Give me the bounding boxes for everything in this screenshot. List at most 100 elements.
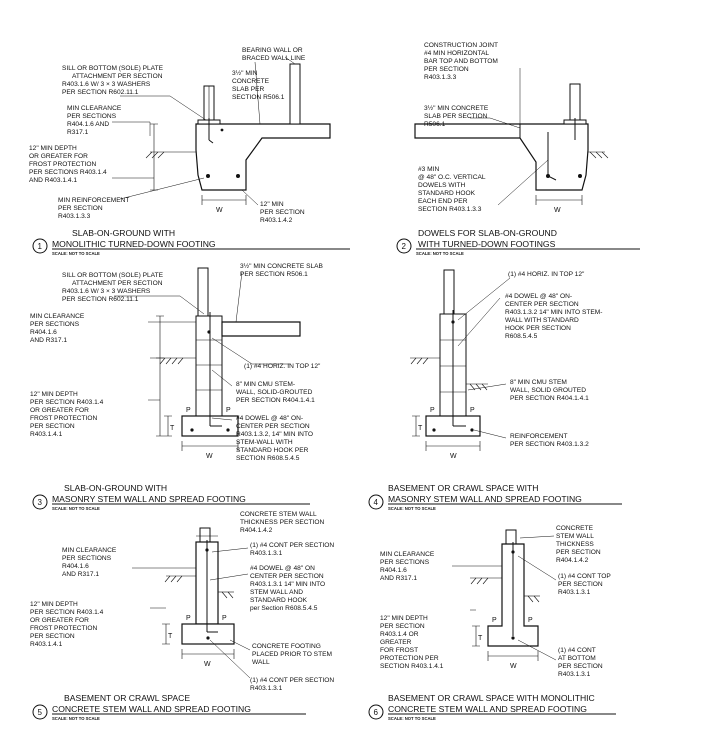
title-line-1: BASEMENT OR CRAWL SPACE WITH MONOLITHIC <box>388 693 595 703</box>
slab-note: 3½" MIN CONCRETE SLAB PER SECTION R506.1 <box>424 104 490 128</box>
min-depth-note: 12" MIN DEPTH PER SECTION R403.1.4 OR GR… <box>380 615 444 670</box>
title-line-1: BASEMENT OR CRAWL SPACE <box>64 693 190 703</box>
footing-width-note: 12" MIN PER SECTION R403.1.4.2 <box>260 201 307 224</box>
dim-p-right: P <box>226 407 231 414</box>
dim-p-left: P <box>492 617 497 624</box>
detail-2-drawing: W <box>414 68 609 214</box>
cont-bottom-note: (1) #4 CONT AT BOTTOM PER SECTION R403.1… <box>558 647 605 678</box>
title-line-2: MASONRY STEM WALL AND SPREAD FOOTING <box>52 494 246 504</box>
bearing-wall-note: BEARING WALL OR BRACED WALL LINE <box>242 47 306 62</box>
min-clearance-note: MIN CLEARANCE PER SECTIONS R404.1.6 AND … <box>30 313 86 344</box>
detail-5-title: 5 BASEMENT OR CRAWL SPACE CONCRETE STEM … <box>32 693 306 721</box>
detail-4: T P P W (1) #4 HORIZ. IN TOP 12" #4 DOWE… <box>368 269 622 511</box>
min-depth-note: 12" MIN DEPTH PER SECTION R403.1.4 OR GR… <box>30 391 105 438</box>
detail-1: W SILL OR BOTTOM (SOLE) PLATE ATTACHMENT… <box>29 47 350 256</box>
title-line-2: MONOLITHIC TURNED-DOWN FOOTING <box>52 239 216 249</box>
sill-plate-note: SILL OR BOTTOM (SOLE) PLATE ATTACHMENT P… <box>62 65 165 96</box>
dim-t: T <box>418 425 423 432</box>
title-line-2: MASONRY STEM WALL AND SPREAD FOOTING <box>388 494 582 504</box>
dim-t: T <box>170 425 175 432</box>
dowel-note: #4 DOWEL @ 48" ON- CENTER PER SECTION R4… <box>505 293 604 340</box>
detail-number: 3 <box>38 498 43 507</box>
sill-plate-note: SILL OR BOTTOM (SOLE) PLATE ATTACHMENT P… <box>62 272 165 303</box>
dim-p-right: P <box>528 617 533 624</box>
horiz-bar-note: (1) #4 HORIZ. IN TOP 12" <box>508 271 585 278</box>
title-line-1: SLAB-ON-GROUND WITH <box>72 228 175 238</box>
spread-footing <box>181 623 235 645</box>
dim-t: T <box>478 635 483 642</box>
detail-1-title: 1 SLAB-ON-GROUND WITH MONOLITHIC TURNED-… <box>32 228 350 256</box>
detail-6: T P P W MIN CLEARANCE PER SECTIONS R404.… <box>368 525 616 721</box>
min-clearance-note: MIN CLEARANCE PER SECTIONS R404.1.6 AND … <box>62 547 118 578</box>
dim-p-left: P <box>430 407 435 414</box>
detail-6-title: 6 BASEMENT OR CRAWL SPACE WITH MONOLITHI… <box>368 693 616 721</box>
horiz-bar-note: (1) #4 HORIZ. IN TOP 12" <box>244 363 321 370</box>
detail-4-drawing: T P P W <box>410 269 511 460</box>
scale-note: SCALE: NOT TO SCALE <box>388 506 436 511</box>
dowel-note: #4 DOWEL @ 48" ON CENTER PER SECTION R40… <box>250 565 327 612</box>
dim-w: W <box>450 453 457 460</box>
cmu-note: 8" MIN CMU STEM WALL, SOLID GROUTED PER … <box>510 379 589 402</box>
dim-p-right: P <box>470 407 475 414</box>
dim-p-left: P <box>186 407 191 414</box>
detail-3-drawing: T P P W <box>114 267 301 460</box>
min-clearance-note: MIN CLEARANCE PER SECTIONS R404.1.6 AND … <box>380 551 436 582</box>
scale-note: SCALE: NOT TO SCALE <box>388 716 436 721</box>
dim-w: W <box>510 663 517 670</box>
cont-top-note: (1) #4 CONT TOP PER SECTION R403.1.3.1 <box>558 573 613 596</box>
title-line-2: CONCRETE STEM WALL AND SPREAD FOOTING <box>52 704 251 714</box>
detail-2: W CONSTRUCTION JOINT #4 MIN HORIZONTAL B… <box>396 42 640 256</box>
title-line-1: SLAB-ON-GROUND WITH <box>64 483 167 493</box>
slab-note: 3½" MIN CONCRETE SLAB PER SECTION R506.1 <box>232 69 285 101</box>
footing-note: CONCRETE FOOTING PLACED PRIOR TO STEM WA… <box>252 643 334 666</box>
slab-and-footing <box>195 123 331 191</box>
slab-and-footing <box>414 123 589 191</box>
scale-note: SCALE: NOT TO SCALE <box>52 251 100 256</box>
scale-note: SCALE: NOT TO SCALE <box>52 506 100 511</box>
construction-joint-note: CONSTRUCTION JOINT #4 MIN HORIZONTAL BAR… <box>424 42 500 81</box>
detail-number: 2 <box>402 242 407 251</box>
cont-bar-note: (1) #4 CONT PER SECTION R403.1.3.1 <box>250 542 336 557</box>
detail-2-title: 2 DOWELS FOR SLAB-ON-GROUND WITH TURNED-… <box>396 228 640 256</box>
min-clearance-note: MIN CLEARANCE PER SECTIONS R404.1.6 AND … <box>67 105 123 136</box>
detail-number: 1 <box>38 242 43 251</box>
detail-4-title: 4 BASEMENT OR CRAWL SPACE WITH MASONRY S… <box>368 483 622 511</box>
title-line-2: WITH TURNED-DOWN FOOTINGS <box>418 239 556 249</box>
wall-thickness-note: CONCRETE STEM WALL THICKNESS PER SECTION… <box>240 511 326 534</box>
scale-note: SCALE: NOT TO SCALE <box>52 716 100 721</box>
title-line-1: DOWELS FOR SLAB-ON-GROUND <box>418 228 557 238</box>
bottom-bar-note: (1) #4 CONT PER SECTION R403.1.3.1 <box>250 677 336 692</box>
reinforcement-note: REINFORCEMENT PER SECTION R403.1.3.2 <box>510 433 589 448</box>
cmu-note: 8" MIN CMU STEM- WALL, SOLID-GROUTED PER… <box>236 381 315 404</box>
dim-w: W <box>204 661 211 668</box>
wall-thickness-note: CONCRETE STEM WALL THICKNESS PER SECTION… <box>556 525 603 564</box>
cmu-stem-wall <box>195 315 223 417</box>
detail-3-title: 3 SLAB-ON-GROUND WITH MASONRY STEM WALL … <box>32 483 310 511</box>
detail-5: T P P W CONCRETE STEM WALL THICKNESS PER… <box>30 511 336 721</box>
dowel-note: #4 DOWEL @ 48" ON- CENTER PER SECTION R4… <box>236 415 315 462</box>
slab-note: 3½" MIN CONCRETE SLAB PER SECTION R506.1 <box>240 262 325 278</box>
detail-number: 6 <box>374 708 379 717</box>
min-depth-note: 12" MIN DEPTH PER SECTION R403.1.4 OR GR… <box>30 601 105 648</box>
stud-wall <box>197 267 209 317</box>
slab <box>221 321 301 337</box>
dim-w: W <box>216 207 223 214</box>
detail-number: 5 <box>38 708 43 717</box>
dim-t: T <box>168 633 173 640</box>
min-reinforcement-note: MIN REINFORCEMENT PER SECTION R403.1.3.3 <box>58 197 131 220</box>
detail-3: T P P W SILL OR BOTTOM (SOLE) PLATE ATTA… <box>30 262 325 511</box>
scale-note: SCALE: NOT TO SCALE <box>416 251 464 256</box>
dim-p-left: P <box>186 615 191 622</box>
detail-number: 4 <box>374 498 379 507</box>
title-line-2: CONCRETE STEM WALL AND SPREAD FOOTING <box>388 704 587 714</box>
detail-1-drawing: W <box>112 56 331 214</box>
detail-6-drawing: T P P W <box>452 529 557 670</box>
dim-p-right: P <box>222 615 227 622</box>
dowel-note: #3 MIN @ 48" O.C. VERTICAL DOWELS WITH S… <box>418 166 487 213</box>
title-line-1: BASEMENT OR CRAWL SPACE WITH <box>388 483 538 493</box>
dim-w: W <box>554 207 561 214</box>
detail-5-drawing: T P P W <box>132 527 251 679</box>
min-depth-note: 12" MIN DEPTH OR GREATER FOR FROST PROTE… <box>29 145 109 184</box>
dim-w: W <box>206 453 213 460</box>
